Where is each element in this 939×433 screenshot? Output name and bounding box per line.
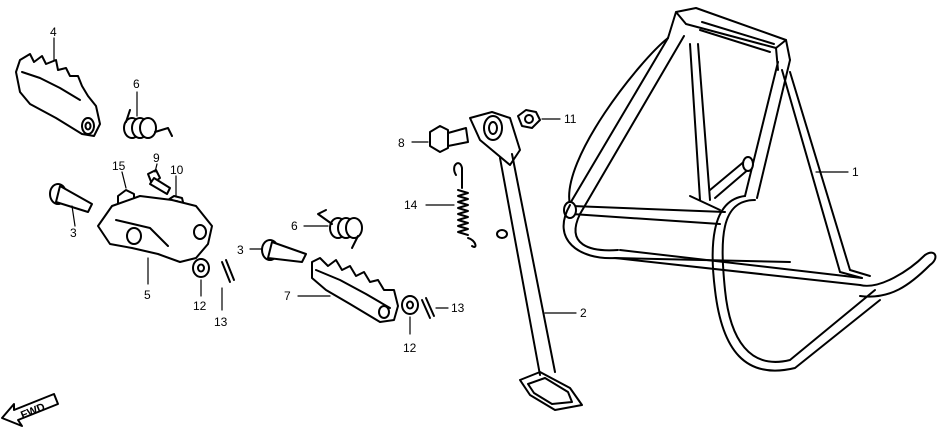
footpeg-spring-upper bbox=[123, 91, 173, 139]
cotter-pin-left bbox=[221, 259, 235, 311]
footpeg-pin-lower bbox=[249, 239, 307, 263]
callout-14: 14 bbox=[404, 198, 418, 212]
washer-left bbox=[192, 258, 210, 297]
adjust-bolt bbox=[147, 163, 171, 195]
footpeg-right bbox=[297, 257, 399, 323]
nut bbox=[517, 109, 561, 129]
footpeg-spring-lower bbox=[303, 209, 363, 249]
callout-11: 11 bbox=[564, 112, 577, 126]
callout-10: 10 bbox=[170, 163, 184, 177]
callout-3b: 3 bbox=[237, 243, 244, 257]
callout-6a: 6 bbox=[133, 77, 140, 91]
fwd-label: FWD bbox=[19, 401, 47, 422]
callout-9: 9 bbox=[153, 151, 160, 165]
washer-right bbox=[401, 295, 419, 335]
cotter-pin-right bbox=[421, 297, 449, 319]
callout-13a: 13 bbox=[214, 315, 228, 329]
callout-8: 8 bbox=[398, 136, 405, 150]
callout-7: 7 bbox=[284, 289, 291, 303]
stand-spring bbox=[425, 162, 477, 248]
pivot-bolt bbox=[411, 125, 469, 153]
footpeg-pin-left bbox=[49, 183, 93, 227]
callout-3a: 3 bbox=[70, 226, 77, 240]
callout-6b: 6 bbox=[291, 219, 298, 233]
footpeg-left bbox=[15, 37, 101, 137]
footpeg-bracket bbox=[97, 195, 213, 285]
stand-frame bbox=[562, 7, 937, 372]
callout-4: 4 bbox=[50, 25, 57, 39]
callout-12b: 12 bbox=[403, 341, 417, 355]
callout-15: 15 bbox=[112, 159, 126, 173]
fwd-arrow-icon: FWD bbox=[1, 393, 59, 427]
callout-2: 2 bbox=[580, 306, 587, 320]
side-stand bbox=[469, 111, 583, 411]
callout-1: 1 bbox=[852, 165, 859, 179]
callout-12a: 12 bbox=[193, 299, 207, 313]
callout-13b: 13 bbox=[451, 301, 465, 315]
callout-5: 5 bbox=[144, 288, 151, 302]
